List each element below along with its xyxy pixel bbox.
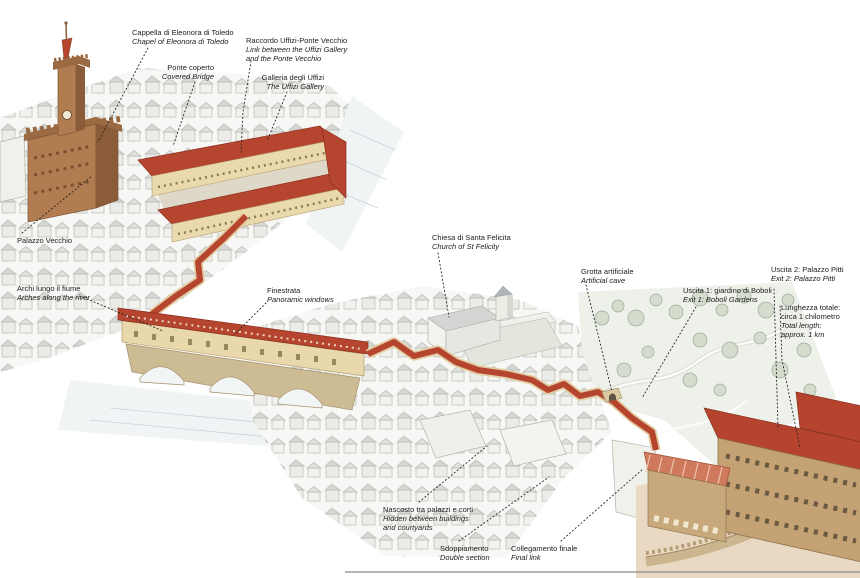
label-it: Uscita 2: Palazzo Pitti	[771, 265, 844, 274]
ponte-vecchio-illustration	[117, 307, 369, 411]
boboli-gardens-illustration	[578, 282, 836, 466]
grotta-illustration	[601, 387, 623, 403]
santa-felicita-church-illustration	[427, 285, 563, 369]
label-it: Chiesa di Santa Felicita	[432, 233, 511, 242]
label-it: Cappella di Eleonora di Toledo	[132, 28, 234, 37]
label-en: Arches along the river	[17, 293, 90, 302]
label-it: Galleria degli Uffizi	[261, 73, 324, 82]
label-it: Palazzo Vecchio	[17, 236, 73, 245]
label-en: Church of St Felicity	[432, 242, 500, 251]
label-it: Finestrata	[267, 286, 301, 295]
label-collegamento: Collegamento finale Final link	[511, 544, 577, 562]
vasari-corridor-route-south	[366, 337, 661, 452]
label-en: and the Ponte Vecchio	[246, 54, 322, 63]
label-palazzo-vecchio: Palazzo Vecchio	[17, 236, 72, 245]
label-it: Grotta artificiale	[581, 267, 634, 276]
label-grotta: Grotta artificiale Artificial cave	[581, 267, 634, 285]
label-it: Ponte coperto	[167, 63, 214, 72]
label-galleria-uffizi: Galleria degli Uffizi The Uffizi Gallery	[258, 73, 324, 91]
label-en: Hidden between buildings	[383, 514, 469, 523]
label-it: Uscita 1: giardino di Boboli	[683, 286, 772, 295]
label-cappella-eleonora: Cappella di Eleonora di Toledo Chapel of…	[132, 28, 234, 46]
label-en: Covered Bridge	[161, 72, 214, 81]
label-santa-felicita: Chiesa di Santa Felicita Church of St Fe…	[432, 233, 511, 251]
label-it: Archi lungo il fiume	[17, 284, 81, 293]
label-finestrata: Finestrata Panoramic windows	[267, 286, 334, 304]
label-en: Artificial cave	[581, 276, 626, 285]
label-it: Lunghezza totale:	[781, 303, 841, 312]
label-raccordo-uffizi: Raccordo Uffizi-Ponte Vecchio Link betwe…	[246, 36, 347, 63]
leader-lines	[21, 47, 801, 542]
label-nascosto: Nascosto tra palazzi e corti Hidden betw…	[383, 505, 473, 532]
label-en: Exit 1: Boboli Gardens	[683, 295, 758, 304]
label-en: Exit 2: Palazzo Pitti	[771, 274, 836, 283]
label-en: Chapel of Eleonora di Toledo	[132, 37, 229, 46]
label-it: circa 1 chilometro	[781, 312, 840, 321]
label-it: Raccordo Uffizi-Ponte Vecchio	[246, 36, 348, 45]
label-sdoppiamento: Sdoppiamento Double section	[440, 544, 490, 562]
label-en: Total length:	[781, 321, 822, 330]
label-en: approx. 1 km	[781, 330, 825, 339]
label-en: The Uffizi Gallery	[266, 82, 324, 91]
palazzo-pitti-illustration	[636, 391, 860, 578]
label-en: Double section	[440, 553, 490, 562]
palazzo-vecchio-illustration	[24, 21, 122, 223]
label-uscita-2: Uscita 2: Palazzo Pitti Exit 2: Palazzo …	[771, 265, 844, 283]
label-ponte-coperto: Ponte coperto Covered Bridge	[148, 63, 214, 81]
label-en: Final link	[511, 553, 541, 562]
label-archi-fiume: Archi lungo il fiume Arches along the ri…	[17, 284, 90, 302]
label-lunghezza-totale: Lunghezza totale: circa 1 chilometro Tot…	[781, 303, 840, 339]
label-it: Sdoppiamento	[440, 544, 489, 553]
label-en: and courtyards	[383, 523, 433, 532]
label-it: Nascosto tra palazzi e corti	[383, 505, 474, 514]
label-uscita-1: Uscita 1: giardino di Boboli Exit 1: Bob…	[683, 286, 772, 304]
vasari-corridor-route-north	[149, 212, 250, 318]
label-en: Link between the Uffizi Gallery	[246, 45, 348, 54]
label-en: Panoramic windows	[267, 295, 334, 304]
uffizi-gallery-illustration	[137, 125, 347, 243]
label-it: Collegamento finale	[511, 544, 578, 553]
